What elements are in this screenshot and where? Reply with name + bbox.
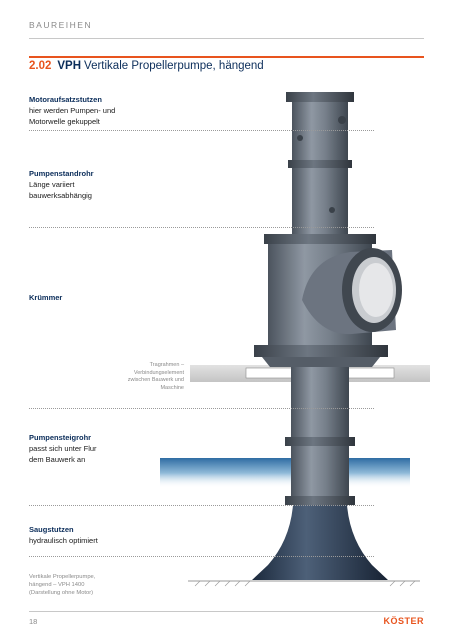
annotation-line: passt sich unter Flur (29, 444, 97, 453)
bolt-hole (297, 135, 303, 141)
mid-flange (288, 160, 352, 168)
annotation-kruemmer: Krümmer (29, 292, 219, 303)
dotted-leader (29, 505, 374, 506)
tragrahmen-line: Maschine (160, 384, 184, 391)
annotation-line: hier werden Pumpen- und (29, 106, 116, 115)
annotation-heading: Pumpensteigrohr (29, 433, 92, 442)
outlet-bore-inner (359, 263, 393, 317)
caption-line: (Darstellung ohne Motor) (29, 590, 94, 596)
annotation-pumpensteigrohr: Pumpensteigrohr passt sich unter Flur de… (29, 432, 219, 465)
title-text: Vertikale Propellerpumpe, hängend (84, 60, 264, 72)
caption-line: Vertikale Propellerpumpe, (29, 574, 96, 580)
riser-flange (285, 496, 355, 505)
dotted-leader (29, 556, 374, 557)
riser-flange (285, 437, 355, 446)
section-label: BAUREIHEN (29, 20, 93, 30)
annotation-heading: Motoraufsatzstutzen (29, 95, 102, 104)
page-number: 18 (29, 617, 38, 626)
suction-bell (252, 505, 388, 580)
figure-caption: Vertikale Propellerpumpe, hängend – VPH … (29, 573, 139, 597)
annotation-saugstutzen: Saugstutzen hydraulisch optimiert (29, 524, 219, 546)
riser-pipe (291, 367, 349, 497)
header-rule (29, 38, 424, 39)
tragrahmen-note: Tragrahmen – Verbindungselement zwischen… (112, 362, 184, 392)
elbow-flange (264, 234, 376, 244)
title-rule (29, 56, 424, 58)
top-flange (286, 92, 354, 102)
ground-hatch (194, 580, 416, 587)
bolt-hole (338, 116, 346, 124)
annotation-line: bauwerksabhängig (29, 191, 92, 200)
bolt-hole (329, 207, 335, 213)
annotation-line: Länge variiert (29, 180, 75, 189)
tragrahmen-line: Tragrahmen – (149, 362, 184, 368)
annotation-heading: Pumpenstandrohr (29, 169, 94, 178)
annotation-line: dem Bauwerk an (29, 455, 86, 464)
dotted-leader (29, 408, 374, 409)
annotation-line: hydraulisch optimiert (29, 536, 98, 545)
water-surface (160, 458, 410, 488)
support-frame (262, 357, 380, 367)
caption-line: hängend – VPH 1400 (29, 582, 85, 588)
tragrahmen-line: Verbindungselement (133, 369, 184, 376)
brand-logo: KÖSTER (383, 616, 424, 626)
annotation-heading: Krümmer (29, 293, 63, 302)
annotation-line: Motorwelle gekuppelt (29, 117, 100, 126)
tragrahmen-line: zwischen Bauwerk und (127, 377, 184, 383)
annotation-heading: Saugstutzen (29, 525, 74, 534)
title-number: 2.02 (29, 60, 52, 72)
dotted-leader (29, 130, 374, 131)
base-flange (254, 345, 388, 357)
annotation-motoraufsatzstutzen: Motoraufsatzstutzen hier werden Pumpen- … (29, 94, 219, 127)
annotation-pumpenstandrohr: Pumpenstandrohr Länge variiert bauwerksa… (29, 168, 219, 201)
title-code: VPH (57, 60, 82, 72)
dotted-leader (29, 227, 374, 228)
footer-rule (29, 611, 424, 612)
